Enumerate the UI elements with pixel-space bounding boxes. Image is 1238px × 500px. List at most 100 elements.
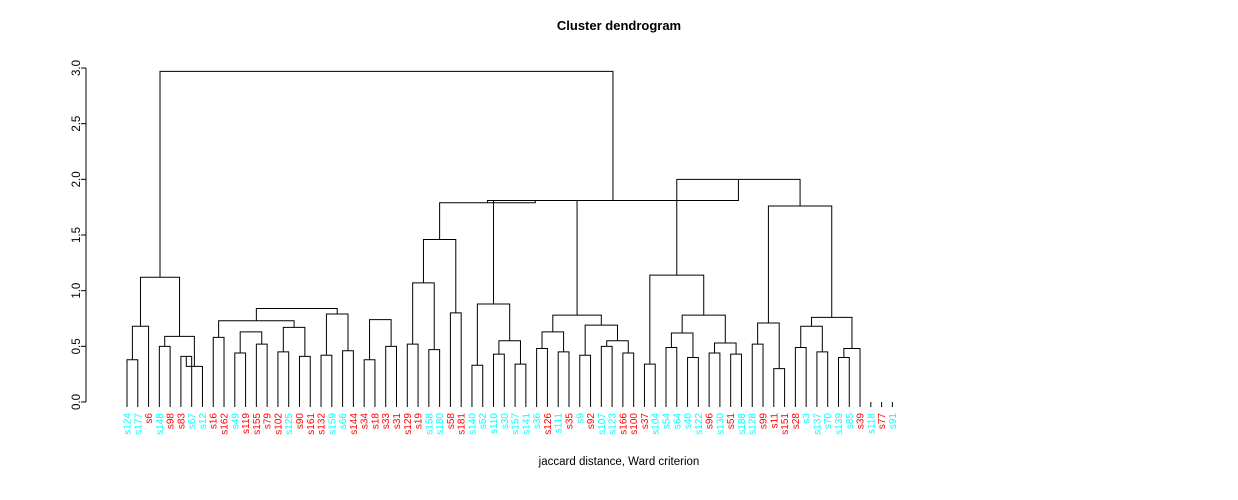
- leaf-label: s83: [176, 413, 187, 430]
- branch: [126, 359, 139, 402]
- y-axis-tick-label: 2.5: [71, 116, 83, 132]
- leaf-label: s11: [769, 413, 780, 429]
- y-axis-tick-label: 0.5: [71, 338, 83, 354]
- leaf-label: s66: [338, 413, 349, 430]
- branch: [606, 340, 629, 354]
- branch: [255, 307, 338, 321]
- branch: [449, 312, 462, 402]
- leaf-label: s107: [597, 413, 608, 435]
- leaf-label: s158: [424, 413, 435, 435]
- leaf-label: s67: [187, 413, 198, 430]
- leaf-label: s54: [662, 413, 673, 430]
- branch: [557, 351, 570, 402]
- leaf-label: s151: [780, 413, 791, 435]
- branch: [493, 199, 578, 316]
- leaf-label: s141: [521, 413, 532, 435]
- branch: [767, 205, 833, 323]
- y-axis-tick-label: 1.5: [71, 227, 83, 243]
- branch: [385, 345, 397, 402]
- leaf-label: s79: [263, 413, 274, 430]
- branch: [164, 335, 195, 367]
- leaf-label: s92: [586, 413, 597, 430]
- leaf-label: s96: [705, 413, 716, 430]
- leaf-label: s188: [737, 413, 748, 435]
- branch: [234, 352, 247, 402]
- leaf-label: s52: [478, 413, 489, 430]
- branch: [622, 352, 635, 402]
- branch: [325, 313, 349, 356]
- branch: [773, 368, 786, 402]
- branch: [816, 351, 829, 402]
- leaf-label: s144: [349, 413, 360, 435]
- leaf-label: s162: [220, 413, 231, 435]
- leaf-label: s98: [166, 413, 177, 430]
- leaf-label: s128: [748, 413, 759, 435]
- leaf-label: s100: [629, 413, 640, 435]
- branch: [428, 349, 441, 402]
- leaf-label: s166: [618, 413, 629, 435]
- leaf-label: s51: [726, 413, 737, 430]
- branch: [687, 356, 699, 402]
- leaf-label: s111: [554, 413, 565, 434]
- leaf-label: s155: [252, 413, 263, 435]
- leaf-label: s49: [230, 413, 241, 430]
- leaf-label: s137: [812, 413, 823, 435]
- branch: [320, 354, 333, 402]
- leaf-label: s123: [608, 413, 619, 435]
- leaf-label: s19: [414, 413, 425, 430]
- branch: [498, 340, 521, 365]
- leaf-label: s130: [715, 413, 726, 435]
- leaf-label: s140: [467, 413, 478, 435]
- branch: [476, 303, 511, 366]
- leaf-label: s39: [856, 413, 867, 430]
- leaf-label: s132: [317, 413, 328, 435]
- leaf-label: s34: [360, 413, 371, 430]
- leaf-label: s110: [489, 413, 500, 434]
- leaf-label: s77: [877, 413, 888, 430]
- branch: [843, 348, 861, 402]
- leaf-label: s36: [532, 413, 543, 430]
- y-axis: 0.0 0.5 1.0 1.5 2.0 2.5 3.0: [71, 60, 87, 410]
- branch: [676, 178, 801, 276]
- branch: [158, 345, 171, 402]
- leaf-label: s70: [823, 413, 834, 430]
- leaf-label: s9: [575, 413, 586, 424]
- branch: [493, 353, 505, 402]
- leaf-label: s40: [683, 413, 694, 430]
- leaf-label: s91: [888, 413, 899, 430]
- branch: [212, 336, 225, 402]
- leaf-label: s139: [834, 413, 845, 435]
- leaf-label: s99: [759, 413, 770, 430]
- y-axis-tick-label: 1.0: [71, 283, 83, 299]
- y-axis-tick-label: 0.0: [71, 394, 83, 410]
- leaf-label: s181: [457, 413, 468, 435]
- branch: [757, 322, 780, 369]
- branch: [514, 363, 527, 402]
- leaf-label: s16: [209, 413, 220, 430]
- leaf-label: s33: [381, 413, 392, 430]
- branch: [159, 70, 614, 278]
- branch: [800, 325, 823, 352]
- leaf-label: s122: [694, 413, 705, 435]
- branch: [422, 238, 457, 313]
- y-axis-tick-label: 2.0: [71, 171, 83, 187]
- branch: [471, 364, 484, 402]
- leaf-label: s31: [392, 413, 403, 430]
- leaf-label: s6: [144, 413, 155, 424]
- y-axis-tick-label: 3.0: [71, 60, 83, 76]
- branch: [536, 348, 548, 402]
- branch: [363, 359, 376, 402]
- leaf-label: s64: [672, 413, 683, 430]
- leaf-label: s125: [284, 413, 295, 435]
- leaf-label: s85: [845, 413, 856, 430]
- leaf-label: s30: [500, 413, 511, 430]
- branch: [406, 343, 419, 402]
- leaf-label: s3: [802, 413, 813, 424]
- leaf-label: s18: [370, 413, 381, 430]
- leaf-label: s35: [564, 413, 575, 430]
- branch: [794, 346, 807, 402]
- leaf-label: s119: [241, 413, 252, 434]
- branch: [670, 332, 694, 358]
- branch: [714, 342, 737, 355]
